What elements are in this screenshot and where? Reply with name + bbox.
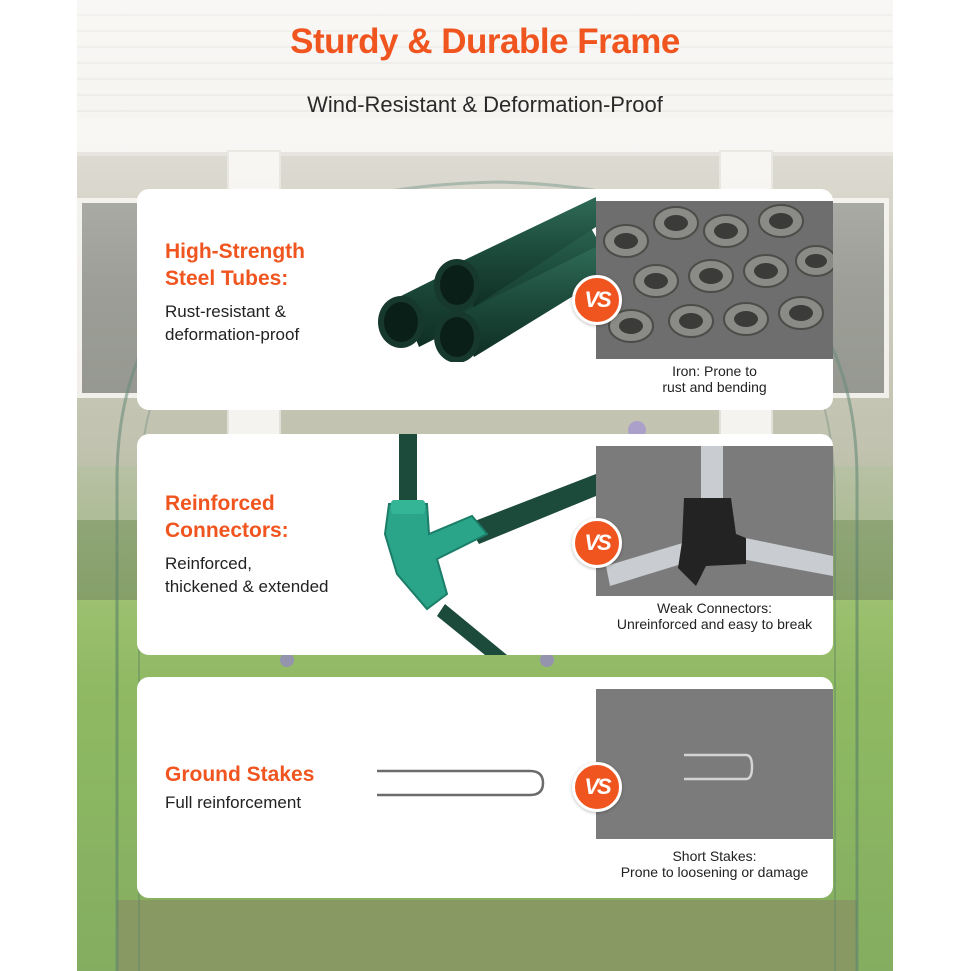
rusty-iron-tubes-image [596, 201, 833, 359]
feature-title: Reinforced Connectors: [165, 492, 289, 542]
green-connector-image [383, 434, 596, 655]
vs-badge: VS [572, 518, 622, 568]
comparison-card-iron-tubes: Iron: Prone to rust and bending [596, 189, 833, 410]
comparison-card-short-stakes: Short Stakes: Prone to loosening or dama… [596, 677, 833, 898]
steel-tubes-image [378, 197, 596, 362]
comparison-caption: Weak Connectors: Unreinforced and easy t… [616, 600, 813, 632]
vs-badge: VS [572, 762, 622, 812]
comparison-caption: Iron: Prone to rust and bending [662, 363, 767, 395]
feature-description: Reinforced, thickened & extended [165, 554, 329, 596]
long-stake-image [377, 769, 545, 797]
feature-card-steel-tubes: High-Strength Steel Tubes: Rust-resistan… [137, 189, 596, 410]
comparison-caption: Short Stakes: Prone to loosening or dama… [620, 848, 809, 880]
comparison-card-weak-connectors: Weak Connectors: Unreinforced and easy t… [596, 434, 833, 655]
feature-card-ground-stakes: Ground Stakes Full reinforcement [137, 677, 596, 898]
feature-card-connectors: Reinforced Connectors: Reinforced, thick… [137, 434, 596, 655]
feature-description: Full reinforcement [165, 793, 302, 812]
short-stake-image [596, 689, 833, 839]
feature-title: High-Strength Steel Tubes: [165, 240, 305, 290]
feature-title: Ground Stakes [165, 763, 315, 786]
feature-description: Rust-resistant & deformation-proof [165, 302, 300, 344]
weak-connector-image [596, 446, 833, 596]
vs-badge: VS [572, 275, 622, 325]
page-subtitle: Wind-Resistant & Deformation-Proof [307, 92, 663, 117]
page-title: Sturdy & Durable Frame [290, 22, 680, 61]
